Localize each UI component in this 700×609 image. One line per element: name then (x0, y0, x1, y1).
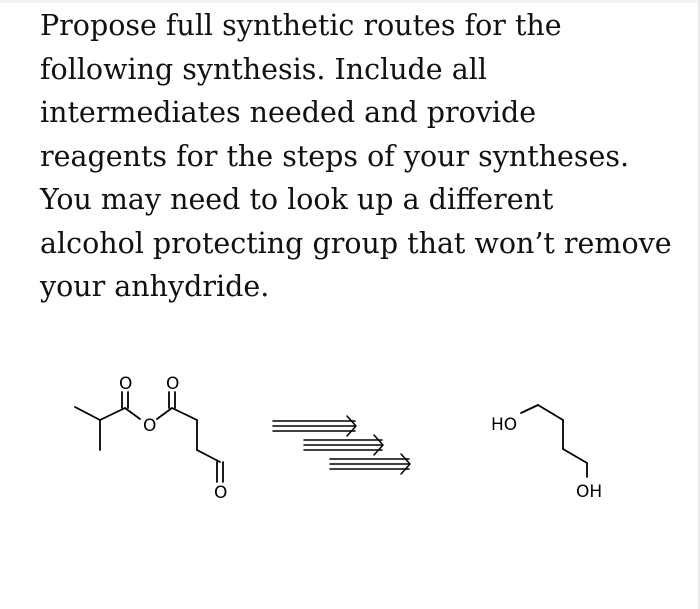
reactant-bond-1 (520, 404, 539, 414)
question-line-5: You may need to look up a different (40, 183, 554, 216)
product-structure (74, 391, 224, 483)
arrow-3 (329, 453, 411, 475)
chain-bond-1 (171, 407, 198, 421)
product-ester-oxygen: O (143, 416, 156, 436)
question-line-3: intermediates needed and provide (40, 96, 537, 129)
chain-bond-3 (196, 449, 221, 463)
reactant-hydroxyl-right: OH (576, 482, 602, 502)
arrow-2 (303, 434, 384, 456)
question-line-4: reagents for the steps of your syntheses… (40, 139, 630, 173)
reaction-arrows (272, 415, 411, 475)
question-line-1: Propose full synthetic routes for the (40, 9, 562, 42)
product-carbonyl-oxygen-left: O (119, 374, 132, 394)
bond-carbonyl-oxygen (124, 407, 141, 420)
page-right-edge (698, 0, 700, 609)
arrow-1 (272, 415, 357, 437)
bond-oxygen-carbonyl (156, 407, 173, 420)
product-carbonyl-oxygen-right: O (166, 374, 179, 394)
question-line-6: alcohol protecting group that won’t remo… (40, 226, 672, 260)
reactant-bond-2 (537, 404, 564, 421)
question-line-2: following synthesis. Include all (40, 52, 487, 86)
bond-ch-carbonyl (99, 407, 126, 421)
question-line-7: your anhydride. (40, 270, 270, 303)
reactant-bond-4 (562, 448, 588, 464)
reactant-hydroxyl-left: HO (491, 415, 517, 435)
reactant-structure (520, 404, 588, 478)
page-top-edge (0, 0, 700, 3)
product-aldehyde-oxygen: O (214, 483, 227, 503)
methyl-bond-1 (74, 406, 101, 421)
question-text: Propose full synthetic routes for the fo… (40, 4, 680, 309)
